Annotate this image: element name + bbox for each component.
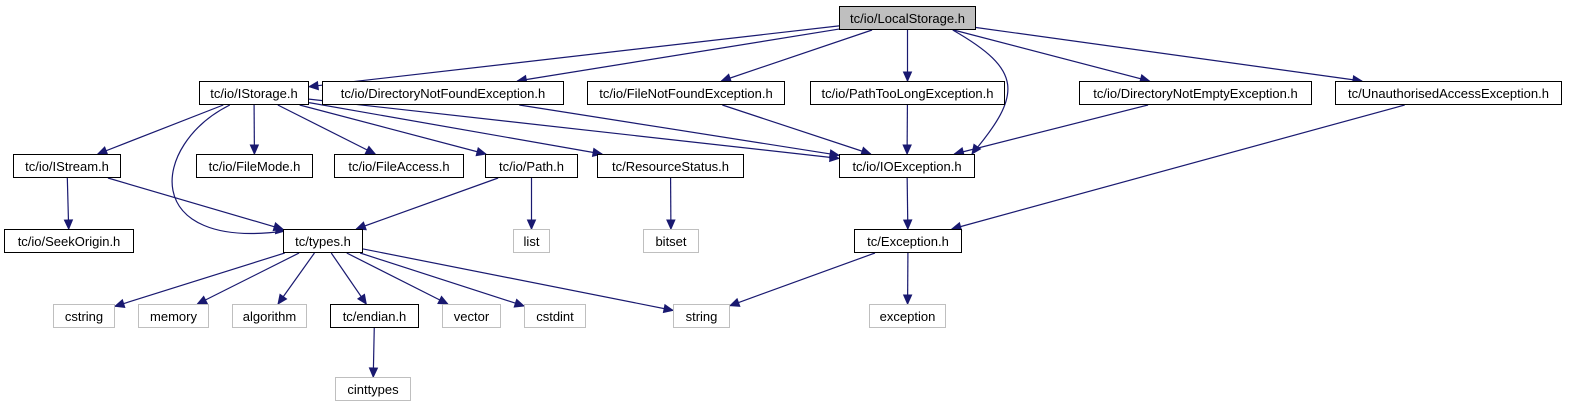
edge-istorage-to-types [171,104,286,234]
edge-istorage-to-resource-status [308,102,603,155]
node-exception-h[interactable]: tc/Exception.h [854,229,962,253]
arrowhead-icon [902,71,913,83]
node-cinttypes: cinttypes [335,377,411,401]
edge-types-to-string [362,248,674,311]
arrowhead-icon [307,80,319,91]
edge-unauthorised-to-exception-h [951,104,1405,230]
node-file-mode[interactable]: tc/io/FileMode.h [196,154,313,178]
arrowhead-icon [368,367,379,379]
arrowhead-icon [513,298,526,308]
node-istorage[interactable]: tc/io/IStorage.h [199,81,309,105]
arrowhead-icon [364,145,377,155]
arrowhead-icon [113,298,126,308]
edge-local-storage-to-dir-not-found [517,28,840,82]
node-local-storage: tc/io/LocalStorage.h [839,6,976,30]
edge-local-storage-to-io-exception [952,29,1009,155]
node-file-not-found-exception[interactable]: tc/io/FileNotFoundException.h [587,81,785,105]
edge-local-storage-to-unauthorised [975,26,1363,82]
node-path[interactable]: tc/io/Path.h [485,154,578,178]
arrowhead-icon [902,294,913,306]
arrowhead-icon [662,303,675,314]
arrowhead-icon [272,222,285,232]
arrowhead-icon [526,219,537,231]
arrowhead-icon [277,293,288,306]
edge-istorage-to-istream [97,104,224,155]
node-io-exception[interactable]: tc/io/IOException.h [839,154,975,178]
node-list: list [513,229,550,253]
edge-exception-h-to-string [729,252,876,307]
arrowhead-icon [63,219,74,231]
node-endian[interactable]: tc/endian.h [330,304,419,328]
arrowhead-icon [902,144,912,156]
edge-local-storage-to-file-not-found [721,29,873,82]
node-string: string [673,304,730,328]
edge-local-storage-to-dir-not-empty [953,29,1150,82]
edge-types-to-cstdint [359,252,525,307]
edge-types-to-algorithm [277,252,315,305]
node-file-access[interactable]: tc/io/FileAccess.h [334,154,464,178]
node-istream[interactable]: tc/io/IStream.h [13,154,121,178]
node-vector: vector [442,304,501,328]
edge-dir-not-found-to-io-exception [519,104,840,156]
node-bitset: bitset [643,229,699,253]
edge-types-to-vector [346,252,449,305]
arrowhead-icon [666,219,676,231]
node-directory-not-empty-exception[interactable]: tc/io/DirectoryNotEmptyException.h [1079,81,1312,105]
node-resource-status[interactable]: tc/ResourceStatus.h [597,154,744,178]
node-memory: memory [138,304,209,328]
node-path-too-long-exception[interactable]: tc/io/PathTooLongException.h [810,81,1005,105]
node-exception: exception [869,304,946,328]
arrowhead-icon [437,295,449,305]
arrowhead-icon [728,297,741,307]
node-unauthorised-access-exception[interactable]: tc/UnauthorisedAccessException.h [1335,81,1562,105]
arrowhead-icon [249,144,260,156]
arrowhead-icon [356,293,367,306]
edge-istorage-to-path [299,104,487,155]
edge-dir-not-empty-to-io-exception [954,104,1149,155]
edge-istream-to-types [107,177,284,230]
edge-istorage-to-io-exception [308,98,840,159]
arrowhead-icon [475,146,488,157]
node-cstring: cstring [53,304,115,328]
node-cstdint: cstdint [524,304,586,328]
edge-types-to-endian [330,252,367,305]
node-types[interactable]: tc/types.h [283,229,363,253]
edge-istorage-to-file-access [277,104,376,155]
node-seek-origin[interactable]: tc/io/SeekOrigin.h [4,229,134,253]
edge-types-to-cstring [114,252,285,307]
node-algorithm: algorithm [232,304,307,328]
edge-local-storage-to-istorage [308,25,840,88]
edge-path-to-types [356,177,499,230]
arrowhead-icon [902,219,913,231]
edge-file-not-found-to-io-exception [722,104,871,155]
edge-types-to-memory [197,252,300,305]
arrowhead-icon [196,295,209,305]
arrowhead-icon [828,149,841,159]
node-directory-not-found-exception[interactable]: tc/io/DirectoryNotFoundException.h [322,81,564,105]
